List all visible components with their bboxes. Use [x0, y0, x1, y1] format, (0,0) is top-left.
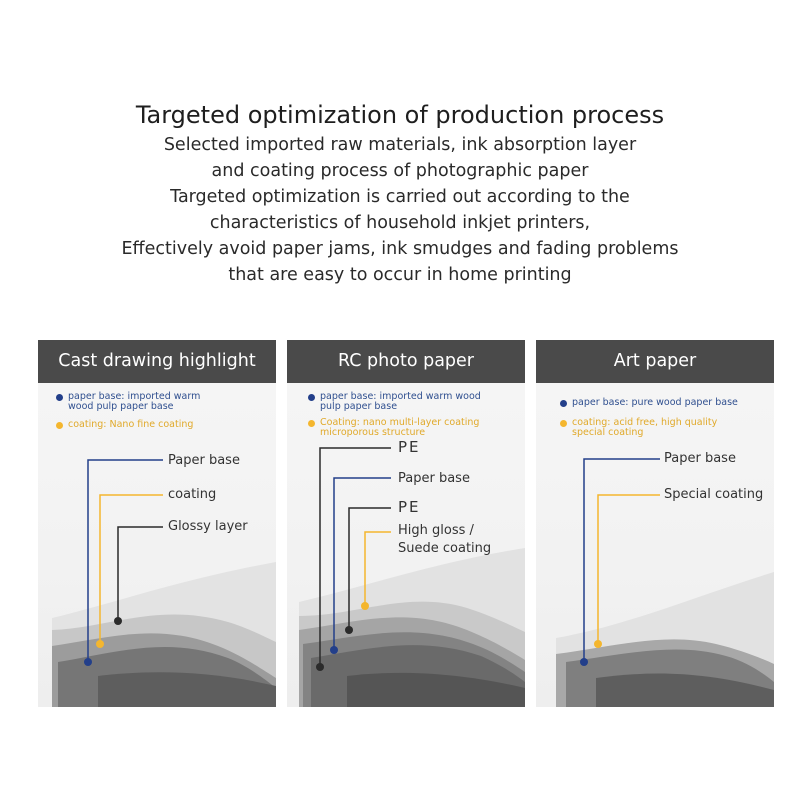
intro-line-4: characteristics of household inkjet prin… — [209, 213, 591, 233]
intro-header: Targeted optimization of production proc… — [0, 100, 800, 288]
panel-title: Cast drawing highlight — [38, 340, 276, 383]
legend-dot-yellow — [56, 422, 63, 429]
legend-dot-blue — [560, 400, 567, 407]
legend-dot-yellow — [560, 420, 567, 427]
legend-base-line-2: pulp paper base — [320, 401, 398, 412]
label-high-gloss: High gloss / — [398, 523, 474, 538]
layer-illustration — [299, 447, 525, 707]
legend-coating: coating: Nano fine coating — [56, 419, 194, 430]
legend-base-line-1: paper base: imported warm wood — [320, 391, 481, 402]
intro-line-1: Selected imported raw materials, ink abs… — [163, 135, 637, 155]
legend-base-line-1: paper base: imported warm — [68, 391, 201, 402]
pe-bottom-marker-dot — [316, 663, 324, 671]
legend-coating-line-2: microporous structure — [320, 427, 426, 438]
coating-marker-dot — [594, 640, 602, 648]
panel-title: RC photo paper — [287, 340, 525, 383]
base-marker-dot — [330, 646, 338, 654]
base-marker-dot — [84, 658, 92, 666]
legend-base: paper base: pure wood paper base — [560, 397, 738, 408]
glossy-marker-dot — [114, 617, 122, 625]
legend-base: paper base: imported warm wood pulp pape… — [308, 391, 481, 412]
intro-line-2: and coating process of photographic pape… — [211, 161, 589, 181]
label-paper-base: Paper base — [398, 471, 470, 486]
legend-base-line-1: paper base: pure wood paper base — [572, 397, 738, 408]
intro-line-3: Targeted optimization is carried out acc… — [170, 187, 630, 207]
label-coating: coating — [168, 487, 217, 502]
legend-dot-blue — [308, 394, 315, 401]
coating-marker-dot — [96, 640, 104, 648]
label-glossy-layer: Glossy layer — [168, 519, 248, 534]
legend-coating-line-2: special coating — [572, 427, 644, 438]
legend-coating: coating: acid free, high quality special… — [560, 417, 718, 438]
coating-marker-dot — [361, 602, 369, 610]
intro-line-6: that are easy to occur in home printing — [228, 265, 572, 285]
layer-illustration — [556, 458, 774, 707]
legend-base: paper base: imported warm wood pulp pape… — [56, 391, 201, 412]
panel-cast-drawing: Cast drawing highlight paper base: impor… — [38, 340, 276, 707]
label-pe-bottom: PE — [398, 498, 421, 516]
page-title: Targeted optimization of production proc… — [135, 101, 665, 129]
legend-coating: Coating: nano multi-layer coating microp… — [308, 417, 480, 438]
panel-title: Art paper — [536, 340, 774, 383]
panel-rc-photo: RC photo paper paper base: imported warm… — [287, 340, 525, 707]
label-pe-top: PE — [398, 438, 421, 456]
legend-dot-yellow — [308, 420, 315, 427]
legend-base-line-2: wood pulp paper base — [68, 401, 174, 412]
panel-art-paper: Art paper paper base: pure wood paper ba… — [536, 340, 774, 707]
label-paper-base: Paper base — [168, 453, 240, 468]
legend-coating-line-1: Coating: nano multi-layer coating — [320, 417, 480, 428]
layer-illustration — [52, 459, 276, 707]
intro-line-5: Effectively avoid paper jams, ink smudge… — [121, 239, 679, 259]
label-paper-base: Paper base — [664, 451, 736, 466]
legend-coating-line-1: coating: acid free, high quality — [572, 417, 718, 428]
legend-dot-blue — [56, 394, 63, 401]
legend-coating-line-1: coating: Nano fine coating — [68, 419, 194, 430]
base-marker-dot — [580, 658, 588, 666]
label-suede-coating: Suede coating — [398, 541, 492, 556]
label-special-coating: Special coating — [664, 487, 764, 502]
pe-top-marker-dot — [345, 626, 353, 634]
